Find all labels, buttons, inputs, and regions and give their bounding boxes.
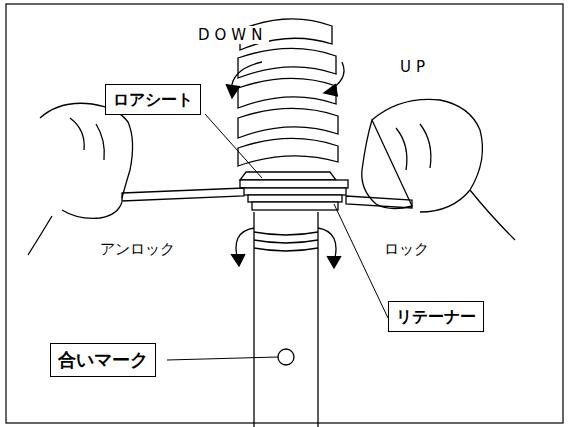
alignment-mark bbox=[278, 349, 294, 365]
part-name: ロアシート bbox=[113, 90, 193, 109]
retainer bbox=[248, 195, 342, 202]
lock-arrow bbox=[231, 228, 341, 268]
shock-body bbox=[254, 212, 318, 427]
direction-label: アンロック bbox=[98, 240, 177, 258]
lower-seat bbox=[240, 172, 348, 210]
hand bbox=[28, 99, 515, 255]
callout-box: リテーナー bbox=[388, 301, 484, 332]
rotation-arrow bbox=[226, 62, 344, 98]
part-name: リテーナー bbox=[396, 307, 476, 326]
frame bbox=[6, 4, 563, 423]
callout-box: ロアシート bbox=[105, 84, 201, 115]
callout-box: 合いマーク bbox=[50, 343, 156, 377]
part-name: 合いマーク bbox=[58, 349, 148, 370]
leader-line bbox=[167, 114, 388, 360]
direction-label: ロック bbox=[382, 240, 431, 258]
spanner-wrench bbox=[122, 188, 412, 208]
direction-label: DOWN bbox=[196, 26, 269, 44]
direction-label: UP bbox=[398, 58, 432, 76]
